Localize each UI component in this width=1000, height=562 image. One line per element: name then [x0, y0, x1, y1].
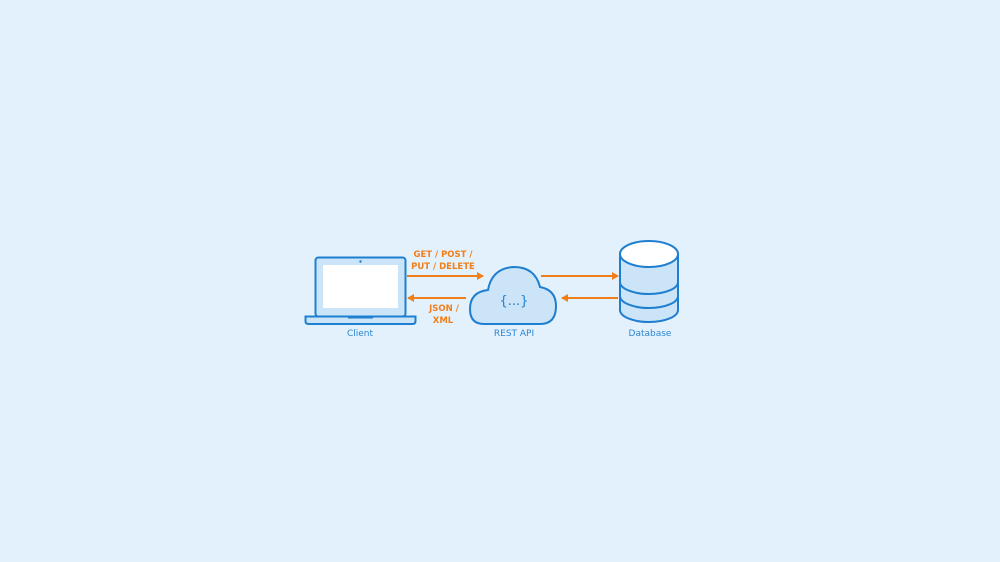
rest-api-label: REST API: [494, 329, 534, 339]
database-icon: [619, 240, 679, 323]
response-label-line1: JSON /: [428, 304, 460, 314]
client-label: Client: [347, 329, 374, 339]
laptop-icon: [304, 256, 417, 325]
database-label: Database: [629, 329, 672, 339]
request-label-line2: PUT / DELETE: [411, 262, 475, 272]
response-label-line2: XML: [433, 316, 454, 326]
request-label-line1: GET / POST /: [413, 250, 473, 260]
cloud-icon: [468, 265, 558, 325]
api-braces: {...}: [500, 294, 529, 309]
